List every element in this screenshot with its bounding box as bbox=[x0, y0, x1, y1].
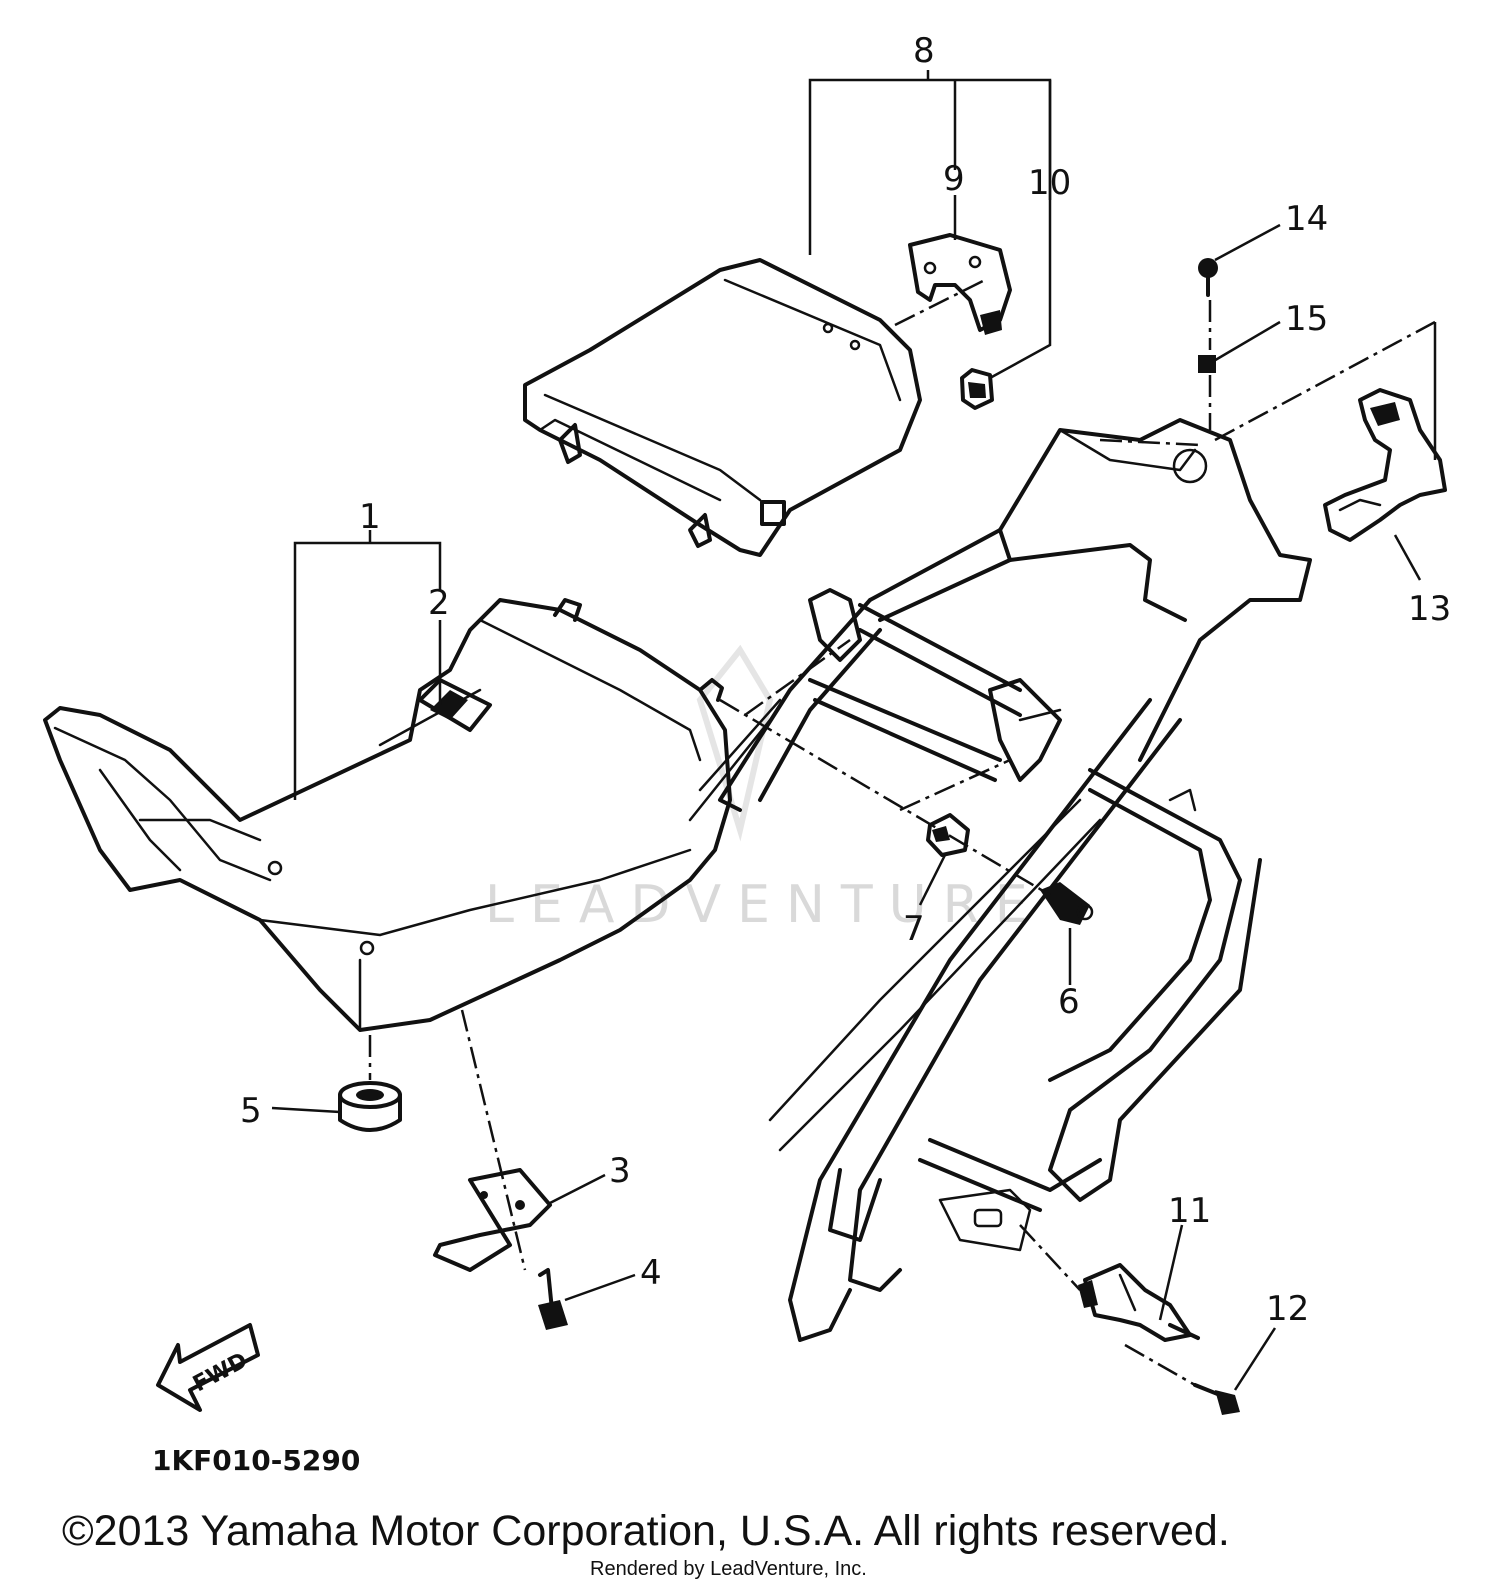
callout-9: 9 bbox=[943, 159, 965, 199]
callout-3: 3 bbox=[609, 1151, 631, 1191]
part-9-bracket bbox=[908, 233, 1012, 335]
part-12-screw bbox=[1193, 1383, 1240, 1415]
callout-1: 1 bbox=[359, 497, 381, 537]
part-7-collar bbox=[926, 813, 970, 857]
callout-15: 15 bbox=[1285, 299, 1328, 339]
callout-14: 14 bbox=[1285, 199, 1328, 239]
watermark-text: LEADVENTURE bbox=[485, 875, 1044, 935]
callout-7: 7 bbox=[903, 909, 925, 949]
callout-6: 6 bbox=[1058, 982, 1080, 1022]
callout-4: 4 bbox=[640, 1253, 662, 1293]
part-2-plate bbox=[418, 678, 492, 732]
part-5-damper bbox=[338, 1081, 402, 1132]
rear-seat bbox=[523, 258, 922, 557]
part-10-damper bbox=[960, 368, 994, 410]
callout-11: 11 bbox=[1168, 1191, 1211, 1231]
fwd-label: FWD bbox=[189, 1348, 252, 1397]
callout-12: 12 bbox=[1266, 1289, 1309, 1329]
callout-8: 8 bbox=[913, 31, 935, 71]
callout-10: 10 bbox=[1028, 163, 1071, 203]
diagram-code: 1KF010-5290 bbox=[152, 1444, 360, 1477]
part-6-bolt bbox=[1040, 882, 1094, 925]
frame bbox=[688, 418, 1312, 1342]
part-3-plate bbox=[433, 1168, 552, 1272]
callout-labels: 1 2 3 4 5 6 7 8 9 10 11 12 13 14 15 bbox=[240, 31, 1451, 1329]
part-13-seat-lock bbox=[1323, 388, 1447, 542]
copyright-text: ©2013 Yamaha Motor Corporation, U.S.A. A… bbox=[62, 1507, 1230, 1555]
forward-arrow-icon: FWD bbox=[156, 1323, 260, 1412]
callout-13: 13 bbox=[1408, 589, 1451, 629]
callout-5: 5 bbox=[240, 1091, 262, 1131]
leader-lines bbox=[271, 70, 1437, 1391]
callout-2: 2 bbox=[428, 583, 450, 623]
part-15-nut bbox=[1198, 355, 1216, 373]
part-14-bolt bbox=[1198, 258, 1218, 297]
part-11-switch bbox=[1078, 1263, 1200, 1342]
rendered-by-text: Rendered by LeadVenture, Inc. bbox=[590, 1558, 867, 1580]
part-4-bolt bbox=[538, 1268, 568, 1330]
front-seat bbox=[43, 598, 732, 1032]
